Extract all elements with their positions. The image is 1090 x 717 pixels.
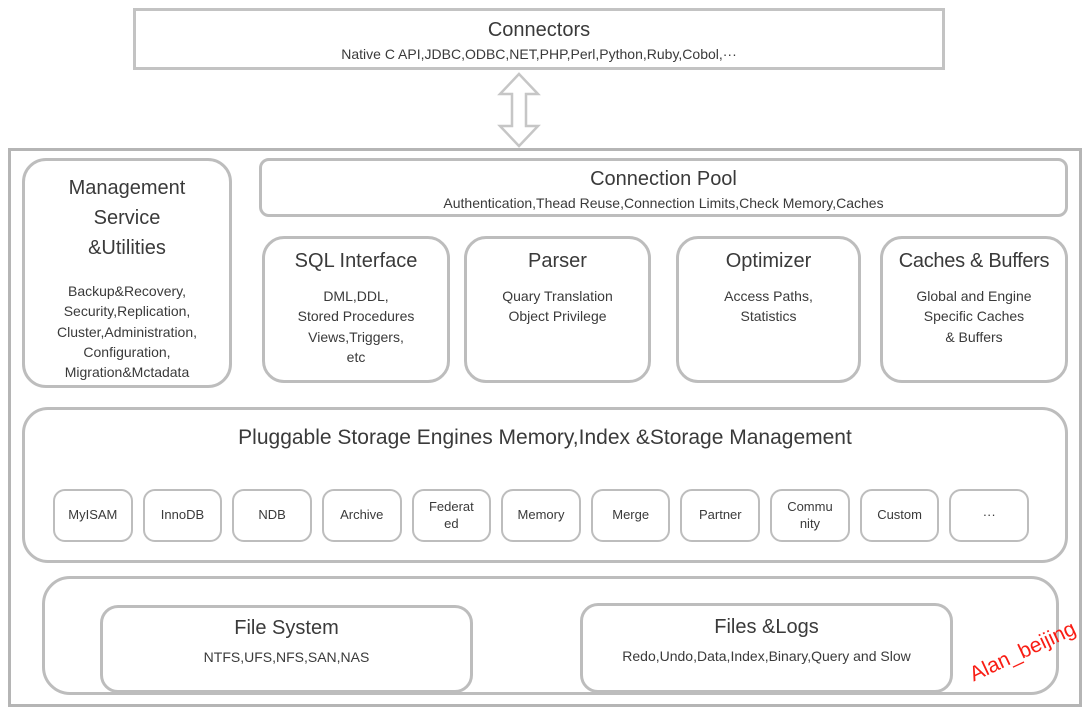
engine-custom: Custom bbox=[859, 489, 940, 542]
sql-interface-body: DML,DDL, Stored Procedures Views,Trigger… bbox=[297, 288, 415, 365]
file-system-title: File System bbox=[234, 617, 339, 639]
parser-title: Parser bbox=[528, 250, 587, 272]
parser-box: Parser Quary Translation Object Privileg… bbox=[464, 236, 651, 383]
engine-community: Commu nity bbox=[770, 489, 850, 542]
engine-memory: Memory bbox=[501, 489, 581, 542]
optimizer-box: Optimizer Access Paths, Statistics bbox=[676, 236, 861, 383]
files-logs-subtitle: Redo,Undo,Data,Index,Binary,Query and Sl… bbox=[622, 648, 911, 664]
file-system-box: File System NTFS,UFS,NFS,SAN,NAS bbox=[100, 605, 473, 693]
pluggable-storage-box: Pluggable Storage Engines Memory,Index &… bbox=[22, 407, 1068, 563]
pluggable-storage-title: Pluggable Storage Engines Memory,Index &… bbox=[238, 426, 852, 449]
sql-interface-box: SQL Interface DML,DDL, Stored Procedures… bbox=[262, 236, 450, 383]
sql-interface-title: SQL Interface bbox=[294, 250, 418, 272]
optimizer-title: Optimizer bbox=[725, 250, 812, 272]
engine-more: ··· bbox=[949, 489, 1030, 542]
connection-pool-title: Connection Pool bbox=[590, 168, 737, 190]
file-system-subtitle: NTFS,UFS,NFS,SAN,NAS bbox=[203, 649, 370, 665]
caches-buffers-box: Caches & Buffers Global and Engine Speci… bbox=[880, 236, 1068, 383]
connection-pool-box: Connection Pool Authentication,Thead Reu… bbox=[259, 158, 1068, 217]
connectors-subtitle: Native C API,JDBC,ODBC,NET,PHP,Perl,Pyth… bbox=[341, 46, 737, 62]
connection-pool-subtitle: Authentication,Thead Reuse,Connection Li… bbox=[443, 195, 884, 211]
engine-ndb: NDB bbox=[232, 489, 312, 542]
management-title: Management Service &Utilities bbox=[68, 177, 186, 259]
files-logs-title: Files &Logs bbox=[714, 616, 819, 638]
caches-buffers-body: Global and Engine Specific Caches & Buff… bbox=[916, 288, 1032, 345]
engines-row: MyISAM InnoDB NDB Archive Federat ed Mem… bbox=[53, 489, 1030, 542]
connectors-box: Connectors Native C API,JDBC,ODBC,NET,PH… bbox=[133, 8, 945, 70]
caches-buffers-title: Caches & Buffers bbox=[898, 250, 1050, 272]
files-logs-box: Files &Logs Redo,Undo,Data,Index,Binary,… bbox=[580, 603, 953, 693]
parser-body: Quary Translation Object Privilege bbox=[502, 288, 613, 325]
management-services-box: Management Service &Utilities Backup&Rec… bbox=[22, 158, 232, 388]
engine-archive: Archive bbox=[321, 489, 402, 542]
engine-myisam: MyISAM bbox=[53, 489, 133, 542]
engine-merge: Merge bbox=[590, 489, 671, 542]
physical-layer-box: File System NTFS,UFS,NFS,SAN,NAS Files &… bbox=[42, 576, 1059, 695]
engine-federated: Federat ed bbox=[411, 489, 492, 542]
bidirectional-arrow-icon bbox=[494, 72, 544, 148]
engine-partner: Partner bbox=[680, 489, 761, 542]
engine-innodb: InnoDB bbox=[142, 489, 223, 542]
connectors-title: Connectors bbox=[487, 19, 591, 41]
management-body: Backup&Recovery, Security,Replication, C… bbox=[56, 283, 198, 381]
optimizer-body: Access Paths, Statistics bbox=[724, 288, 813, 325]
